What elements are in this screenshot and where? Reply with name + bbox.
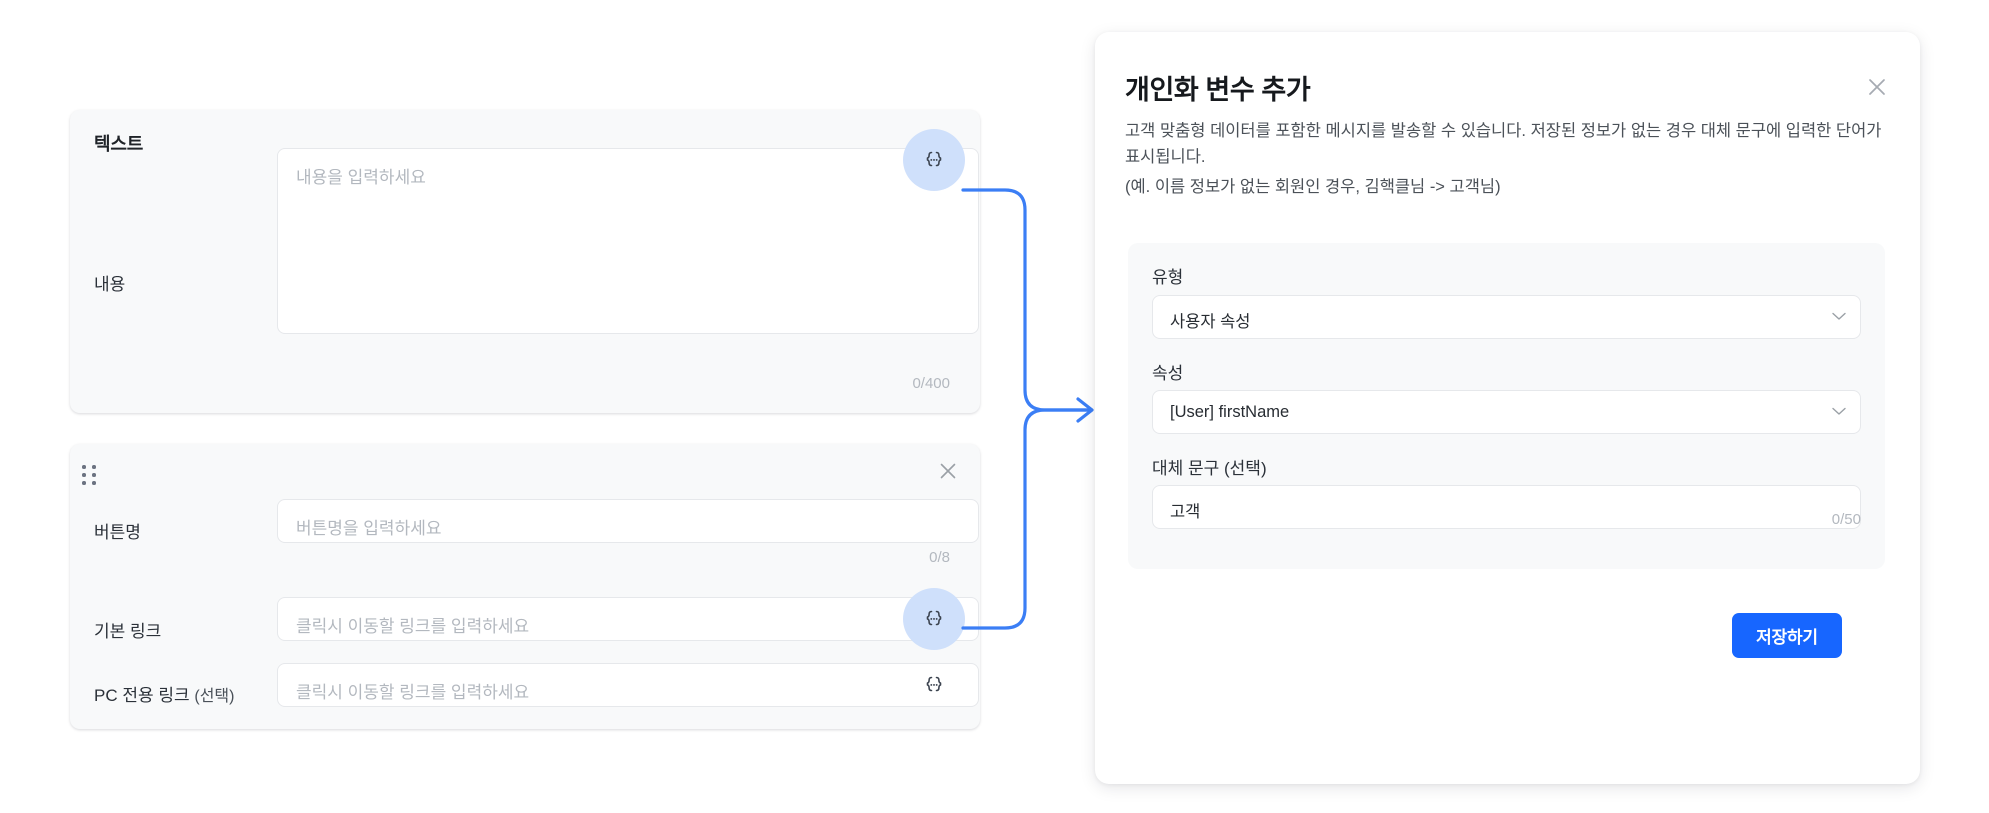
panel-close-button[interactable] — [1860, 70, 1894, 104]
type-select[interactable]: 사용자 속성 — [1152, 295, 1861, 339]
variable-form-container: 유형 사용자 속성 속성 [User] firstName 대체 문구 (선택)… — [1128, 243, 1885, 569]
pc-link-input[interactable]: 클릭시 이동할 링크를 입력하세요 — [277, 663, 979, 707]
drag-handle-icon[interactable] — [82, 464, 100, 486]
pc-link-label-text: PC 전용 링크 — [94, 686, 190, 705]
pc-link-placeholder: 클릭시 이동할 링크를 입력하세요 — [296, 683, 530, 702]
attribute-select[interactable]: [User] firstName — [1152, 390, 1861, 434]
type-select-value: 사용자 속성 — [1170, 313, 1251, 331]
chevron-down-icon — [1832, 312, 1846, 320]
pc-link-label-optional: (선택) — [194, 688, 235, 705]
personalization-variable-panel: 개인화 변수 추가 고객 맞춤형 데이터를 포함한 메시지를 발송할 수 있습니… — [1095, 32, 1920, 784]
panel-title: 개인화 변수 추가 — [1125, 75, 1311, 105]
curly-braces-icon — [926, 676, 942, 692]
text-block-title: 텍스트 — [94, 134, 144, 154]
pc-link-label: PC 전용 링크 (선택) — [94, 681, 234, 706]
alt-text-input[interactable]: 고객 — [1152, 485, 1861, 529]
close-icon — [940, 463, 956, 479]
button-name-label: 버튼명 — [94, 523, 141, 542]
panel-description-example: (예. 이름 정보가 없는 회원인 경우, 김핵클님 -> 고객님) — [1125, 178, 1501, 196]
curly-braces-icon — [926, 151, 942, 167]
button-name-placeholder: 버튼명을 입력하세요 — [296, 519, 442, 538]
default-link-input[interactable]: 클릭시 이동할 링크를 입력하세요 — [277, 597, 979, 641]
close-icon — [1869, 79, 1885, 95]
alt-text-value: 고객 — [1170, 503, 1201, 521]
attribute-field-label: 속성 — [1152, 364, 1184, 383]
attribute-select-value: [User] firstName — [1170, 403, 1290, 421]
insert-variable-button-pc-link[interactable] — [921, 672, 947, 698]
chevron-down-icon — [1832, 407, 1846, 415]
content-counter: 0/400 — [912, 375, 950, 392]
content-textarea[interactable]: 내용을 입력하세요 — [277, 148, 979, 334]
content-placeholder: 내용을 입력하세요 — [296, 168, 426, 187]
alt-text-field-label: 대체 문구 (선택) — [1152, 459, 1267, 478]
panel-description-primary: 고객 맞춤형 데이터를 포함한 메시지를 발송할 수 있습니다. 저장된 정보가… — [1125, 122, 1882, 167]
default-link-label: 기본 링크 — [94, 622, 162, 641]
insert-variable-button-text[interactable] — [921, 147, 947, 173]
type-field-label: 유형 — [1152, 268, 1184, 287]
save-button[interactable]: 저장하기 — [1732, 613, 1842, 658]
alt-text-counter: 0/50 — [1831, 511, 1861, 528]
content-field-label: 내용 — [94, 275, 126, 294]
curly-braces-icon — [926, 610, 942, 626]
button-name-input[interactable]: 버튼명을 입력하세요 — [277, 499, 979, 543]
insert-variable-button-default-link[interactable] — [921, 606, 947, 632]
default-link-placeholder: 클릭시 이동할 링크를 입력하세요 — [296, 617, 530, 636]
remove-button-block-button[interactable] — [935, 458, 965, 488]
button-name-counter: 0/8 — [929, 549, 950, 566]
